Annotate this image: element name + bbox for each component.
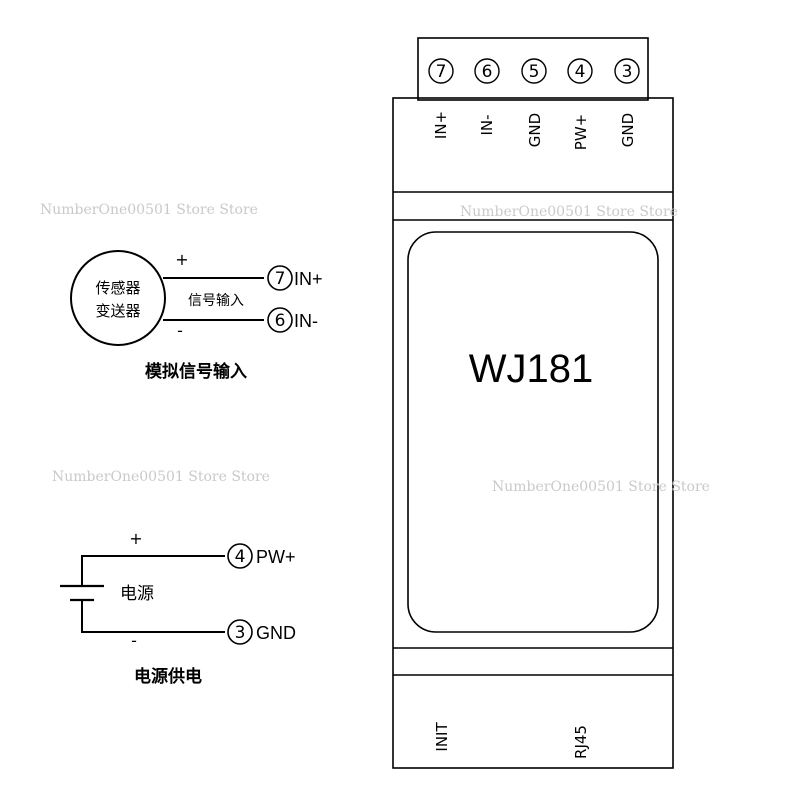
terminal-label: IN+ [432, 111, 450, 139]
terminal-number: 7 [275, 269, 286, 289]
terminal-circle [614, 58, 640, 84]
terminal-circle [521, 58, 547, 84]
terminal-circle [428, 58, 454, 84]
terminal-number: 3 [622, 62, 633, 82]
signal-input-label: 信号输入 [188, 293, 244, 309]
sensor-wiring: 传感器 变送器 + - 信号输入 7 IN+ 6 IN- 模拟信号输入 [70, 250, 323, 382]
terminal-labels: IN+ IN- GND PW+ GND [432, 111, 637, 150]
terminal-block [417, 37, 649, 101]
front-panel [407, 231, 659, 633]
sensor-label-line1: 传感器 [95, 279, 140, 297]
power-wiring: + - 电源 4 PW+ 3 GND 电源供电 [60, 529, 296, 687]
terminal-label: GND [256, 623, 296, 643]
terminal-circle [474, 58, 500, 84]
rj45-label: RJ45 [572, 725, 590, 759]
terminal-circle [267, 307, 293, 333]
module-housing [392, 37, 674, 769]
terminal-number: 4 [575, 62, 586, 82]
module-body [392, 97, 674, 769]
terminal-circle [227, 543, 253, 569]
pw-plus-wire [81, 555, 225, 586]
power-supply-caption: 电源供电 [134, 666, 202, 687]
terminal-label: GND [619, 113, 637, 147]
minus-sign: - [177, 321, 183, 340]
terminal-label: GND [526, 113, 544, 147]
terminal-number: 4 [235, 547, 246, 567]
init-label: INIT [433, 722, 451, 752]
terminal-label: IN- [294, 311, 318, 331]
terminal-number: 5 [529, 62, 540, 82]
power-source-label: 电源 [120, 584, 154, 604]
terminal-label: PW+ [256, 547, 296, 567]
terminal-circle [567, 58, 593, 84]
plus-sign: + [175, 250, 188, 269]
terminal-number: 3 [235, 623, 246, 643]
terminal-label: IN+ [294, 269, 323, 289]
terminal-circle [267, 265, 293, 291]
plus-sign: + [129, 529, 142, 548]
model-name: WJ181 [469, 347, 594, 391]
terminal-numbers: 7 6 5 4 3 [428, 58, 640, 84]
terminal-number: 6 [482, 62, 493, 82]
sensor-label-line2: 变送器 [95, 302, 140, 320]
gnd-wire [81, 600, 225, 633]
terminal-label: IN- [478, 114, 496, 135]
terminal-circle [227, 619, 253, 645]
minus-sign: - [131, 631, 137, 650]
port-labels: INIT RJ45 [433, 722, 590, 759]
terminal-label: PW+ [572, 114, 590, 150]
sensor-transmitter-circle [70, 250, 166, 346]
analog-input-caption: 模拟信号输入 [145, 361, 247, 382]
terminal-number: 7 [436, 62, 447, 82]
terminal-number: 6 [275, 311, 286, 331]
